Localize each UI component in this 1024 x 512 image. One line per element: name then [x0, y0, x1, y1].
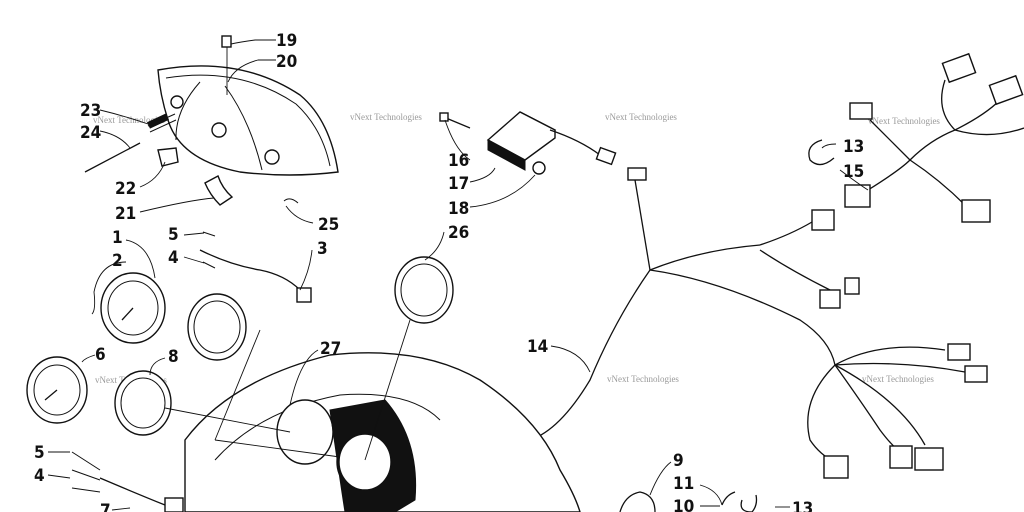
callout-label: 5: [34, 443, 45, 463]
wiring-harness: [529, 179, 988, 479]
callout-label: 17: [448, 174, 469, 194]
callout-label: 22: [115, 179, 136, 199]
callout-label: 24: [80, 123, 101, 143]
callout-label: 27: [320, 339, 341, 359]
callout-label: 25: [318, 215, 339, 235]
callout-label: 14: [527, 337, 548, 357]
hood-dash: [164, 319, 581, 512]
watermark: vNext Technologies: [868, 116, 940, 126]
callout-label: 20: [276, 52, 297, 72]
callout-label: 13: [792, 499, 813, 512]
callout-label: 21: [115, 204, 136, 224]
callout-label: 3: [317, 239, 328, 259]
callout-label: 4: [34, 466, 45, 486]
gauges: [26, 231, 454, 512]
callout-label: 2: [112, 251, 123, 271]
watermark: vNext Technologies: [350, 112, 422, 122]
callout-label: 8: [168, 347, 179, 367]
callout-label: 7: [100, 501, 111, 512]
callout-label: 16: [448, 151, 469, 171]
callout-labels: 19 20 23 24 22 21 25 16 17 18 26 13 15 1…: [34, 31, 864, 512]
callout-label: 11: [673, 474, 694, 494]
callout-label: 19: [276, 31, 297, 51]
watermark: vNext Technologies: [605, 112, 677, 122]
watermark: vNext Technologies: [607, 374, 679, 384]
callout-label: 1: [112, 228, 123, 248]
callout-label: 9: [673, 451, 684, 471]
upper-harness: [740, 52, 1024, 512]
callout-label: 18: [448, 199, 469, 219]
voltage-regulator: [439, 111, 647, 181]
callout-label: 6: [95, 345, 106, 365]
headlight-assembly: [84, 35, 339, 206]
watermark: vNext Technologies: [862, 374, 934, 384]
callout-label: 26: [448, 223, 469, 243]
callout-label: 23: [80, 101, 101, 121]
callout-label: 4: [168, 248, 179, 268]
callout-label: 5: [168, 225, 179, 245]
parts-9-11: [619, 491, 736, 512]
callout-label: 10: [673, 497, 694, 512]
leader-lines: [47, 39, 869, 511]
callout-label: 15: [843, 162, 864, 182]
watermark: vNext Technologies: [93, 115, 165, 125]
callout-label: 13: [843, 137, 864, 157]
